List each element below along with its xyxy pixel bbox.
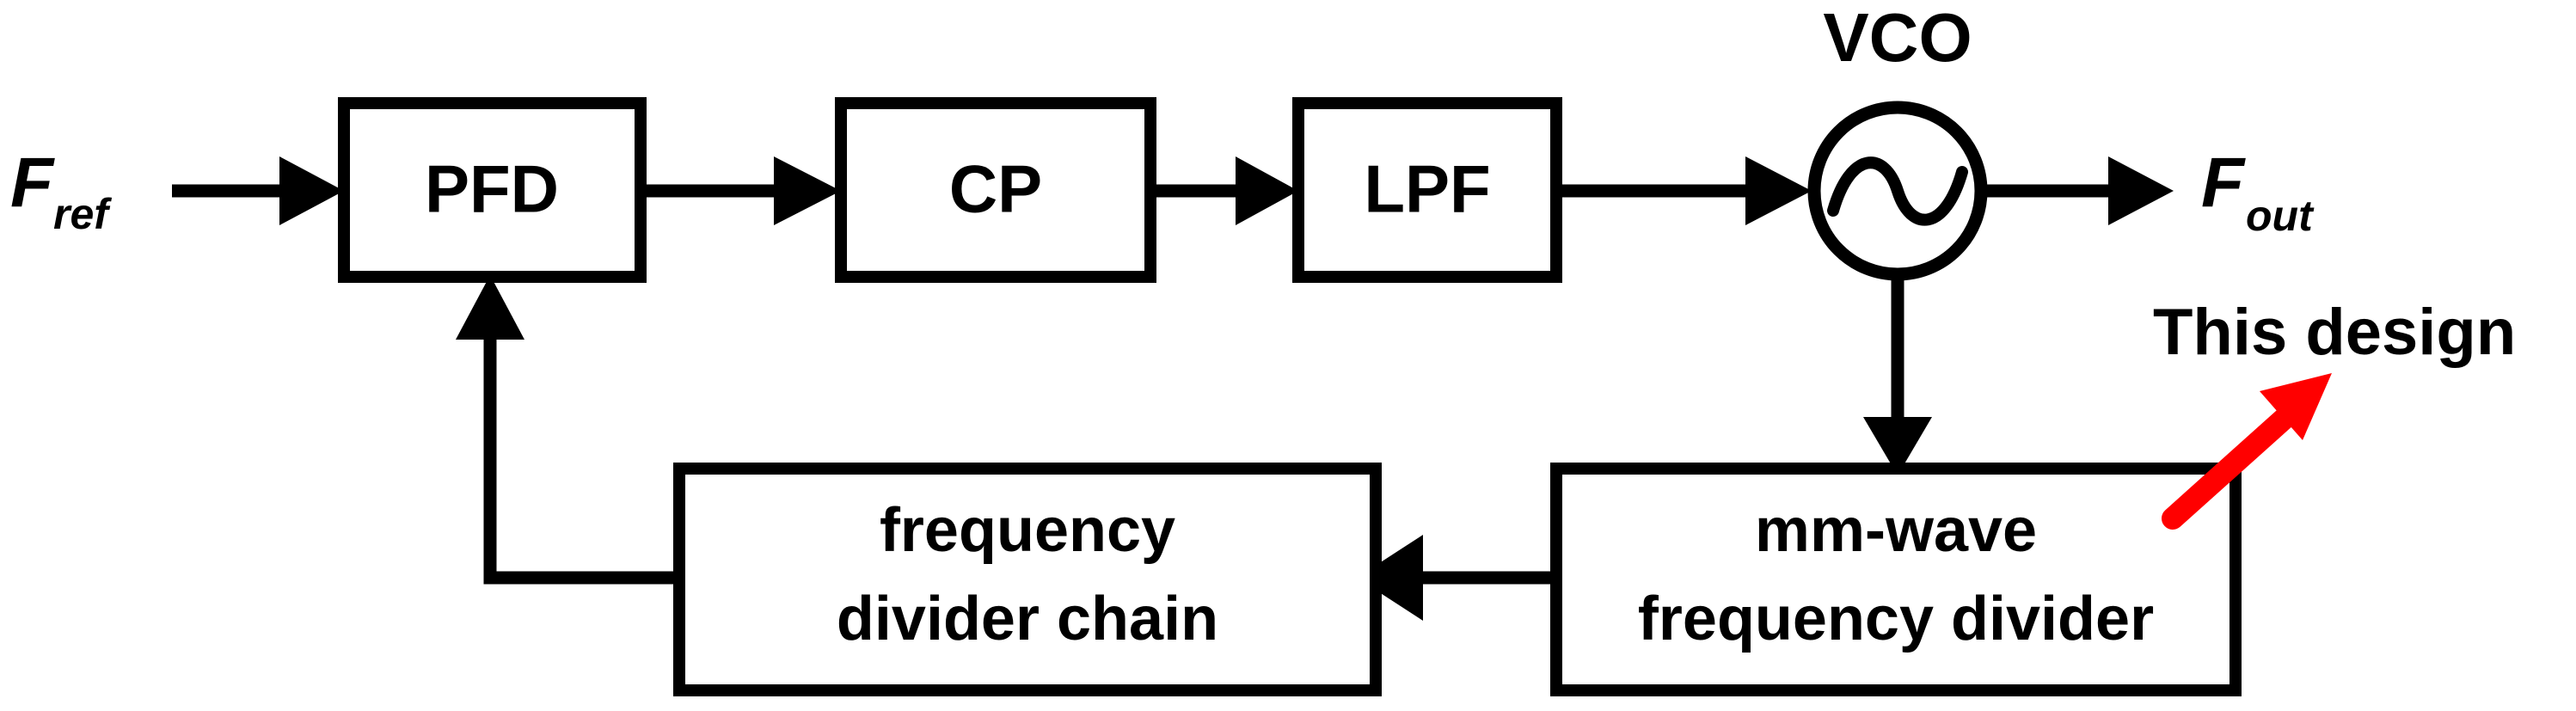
sine-wave-icon <box>1827 156 1968 226</box>
wire-fref-to-pfd <box>172 156 344 225</box>
signal-fref-subscript: ref <box>53 190 112 238</box>
block-vco[interactable] <box>1807 101 1988 281</box>
wire-pfd-to-cp <box>641 156 841 225</box>
block-divider-chain-label-line1: frequency <box>880 496 1175 565</box>
arrow-right-icon <box>774 156 841 225</box>
arrow-right-icon <box>1745 156 1812 225</box>
block-mmwave-divider-label-line2: frequency divider <box>1638 585 2154 653</box>
arrow-left-icon <box>1357 535 1423 621</box>
signal-fout-base: F <box>2201 144 2246 222</box>
arrow-down-icon <box>1863 417 1932 475</box>
wire-mmwave-to-dividerchain <box>1357 535 1556 621</box>
block-lpf-label: LPF <box>1364 151 1490 227</box>
block-lpf[interactable]: LPF <box>1292 97 1562 283</box>
signal-fref-base: F <box>10 144 55 222</box>
block-pfd[interactable]: PFD <box>338 97 647 283</box>
block-cp-label: CP <box>949 151 1042 227</box>
wire-cp-to-lpf <box>1150 156 1298 225</box>
annotation-red-arrow <box>2162 373 2332 530</box>
red-pointer-arrow-icon <box>2260 373 2332 440</box>
block-divider-chain[interactable]: frequency divider chain <box>673 463 1382 696</box>
arrow-right-icon <box>1236 156 1298 225</box>
arrow-right-icon <box>2108 156 2174 225</box>
wire-feedback-to-pfd <box>456 275 679 585</box>
block-divider-chain-label-line2: divider chain <box>837 585 1218 653</box>
block-vco-label: VCO <box>1823 0 1972 76</box>
signal-label-fref: F ref <box>10 144 112 238</box>
wire-lpf-to-vco <box>1556 156 1812 225</box>
wire-vco-to-mmwave <box>1863 273 1932 475</box>
signal-fout-subscript: out <box>2246 192 2315 240</box>
block-pfd-label: PFD <box>425 151 559 227</box>
block-mmwave-divider[interactable]: mm-wave frequency divider <box>1550 463 2242 696</box>
annotation-this-design-label: This design <box>2153 296 2516 369</box>
arrow-right-icon <box>279 156 344 225</box>
wire-vco-to-fout <box>1984 156 2174 225</box>
signal-label-fout: F out <box>2201 144 2315 240</box>
arrow-up-icon <box>456 275 524 340</box>
block-cp[interactable]: CP <box>835 97 1156 283</box>
block-mmwave-divider-label-line1: mm-wave <box>1755 496 2037 565</box>
